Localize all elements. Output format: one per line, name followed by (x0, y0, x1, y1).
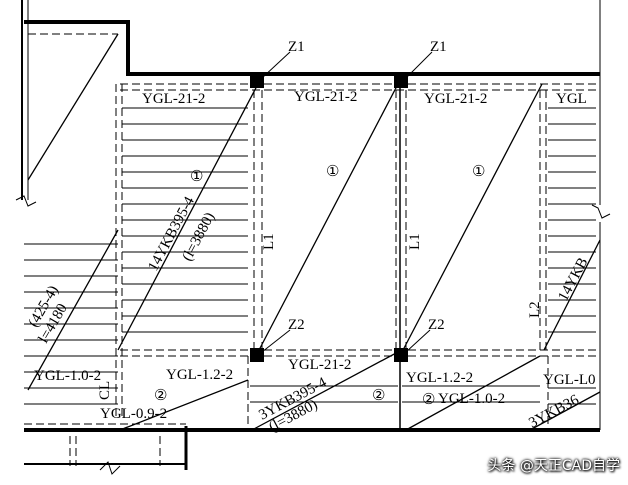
column-label-z2: Z2 (428, 317, 445, 333)
slab-mark: ② (154, 388, 167, 404)
beam-label-l2: L2 (527, 301, 543, 318)
beam-label-l1: L1 (261, 233, 277, 250)
beam-label: YGL-21-2 (288, 357, 351, 373)
beams (24, 33, 600, 466)
slab-mark: ② (422, 392, 435, 408)
beam-label-cl: CL (97, 381, 113, 400)
column-label-z2: Z2 (288, 317, 305, 333)
slab-hatch (24, 107, 596, 405)
slab-mark: ① (190, 169, 203, 185)
beam-label: YGL-1.0-2 (438, 391, 505, 407)
beam-label-l1: L1 (407, 233, 423, 250)
slab-mark: ① (472, 164, 485, 180)
leader-lines (261, 51, 433, 353)
slab-spec: 3YKB36 (526, 392, 582, 432)
column-label-z1: Z1 (430, 39, 447, 55)
beam-label: YGL-21-2 (294, 89, 357, 105)
slab-mark: ① (326, 164, 339, 180)
beam-label: YGL-21-2 (424, 91, 487, 107)
column-label-z1: Z1 (288, 39, 305, 55)
beam-label: YGL-1.0-2 (34, 368, 101, 384)
slab-diagonals (27, 33, 601, 431)
beam-label: YGL-L0 (543, 372, 596, 388)
walls (15, 0, 611, 475)
beam-label: YGL-1.2-2 (406, 370, 473, 386)
watermark: 头条 @天正CAD自学 (487, 458, 620, 474)
slab-spec: 14YKB (555, 255, 591, 304)
columns (250, 74, 408, 362)
labels: Z1 Z1 Z2 Z2 YGL-21-2 YGL-21-2 YGL-21-2 Y… (26, 39, 596, 436)
slab-mark: ② (372, 388, 385, 404)
beam-label: YGL-21-2 (142, 91, 205, 107)
beam-label: YGL (556, 91, 587, 107)
beam-label: YGL-1.2-2 (166, 367, 233, 383)
beam-label: YGL-0.9-2 (100, 406, 167, 422)
